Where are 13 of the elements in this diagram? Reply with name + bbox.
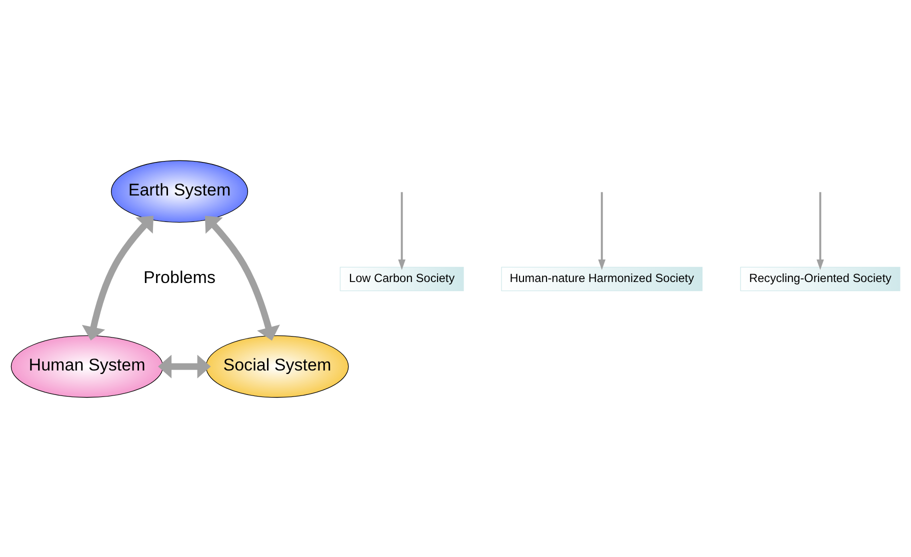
arrow [398, 192, 406, 270]
node-box: Human-nature Harmonized Society [501, 266, 703, 291]
node-ellipse: Social System [206, 334, 349, 398]
arrow [204, 215, 280, 340]
node-ellipse: Human System [10, 334, 164, 398]
arrow [598, 192, 606, 270]
arrow [158, 354, 211, 378]
arrow [816, 192, 824, 270]
node-ellipse: Earth System [110, 160, 248, 222]
node-box: Recycling-Oriented Society [740, 266, 900, 291]
label: Problems [144, 268, 216, 287]
arrow [82, 215, 154, 340]
node-box: Low Carbon Society [340, 266, 464, 291]
